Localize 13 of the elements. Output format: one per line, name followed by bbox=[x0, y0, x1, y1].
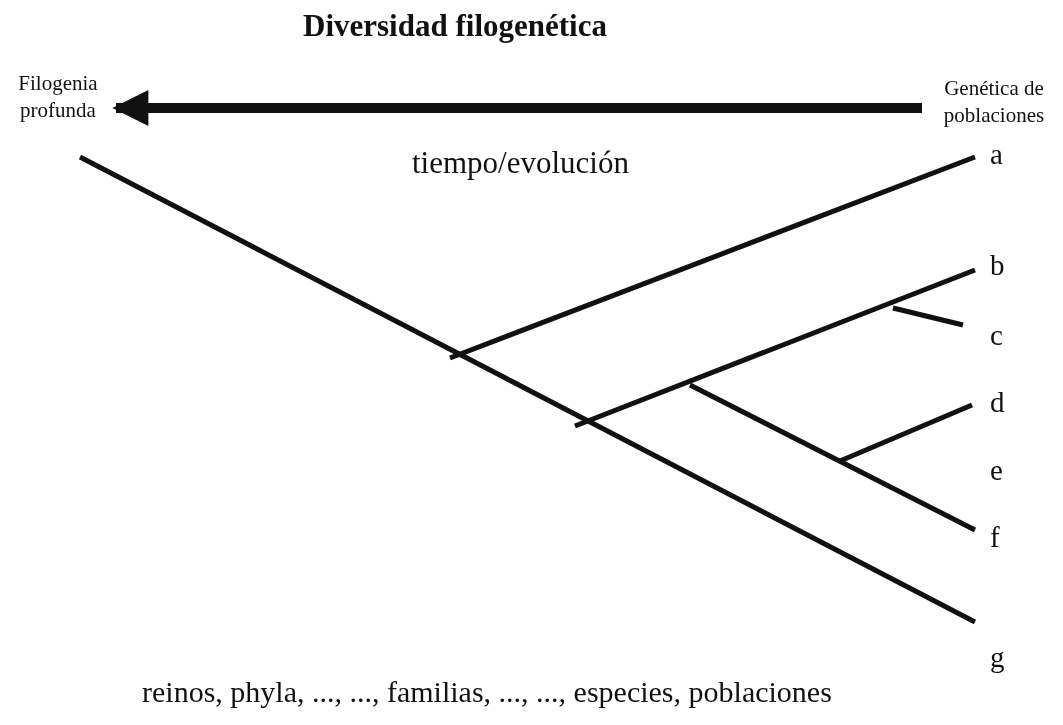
leaf-label: g bbox=[990, 641, 1005, 674]
node-text: Genética de poblaciones bbox=[928, 75, 1060, 129]
leaf-label: c bbox=[990, 319, 1003, 352]
axis-caption: tiempo/evolución bbox=[412, 145, 629, 181]
diagram-title: Diversidad filogenética bbox=[302, 8, 608, 44]
taxonomic-rank-scale: reinos, phyla, ..., ..., familias, ..., ..., especies, poblaciones bbox=[142, 675, 832, 709]
leaf-label: f bbox=[990, 521, 1000, 554]
leaf-label: a bbox=[990, 138, 1003, 171]
arrow bbox=[112, 90, 922, 126]
leaf-label: b bbox=[990, 249, 1005, 282]
leaf-label: e bbox=[990, 454, 1003, 487]
leaf-label: d bbox=[990, 386, 1005, 419]
node-text: Filogenia profunda bbox=[8, 70, 108, 124]
